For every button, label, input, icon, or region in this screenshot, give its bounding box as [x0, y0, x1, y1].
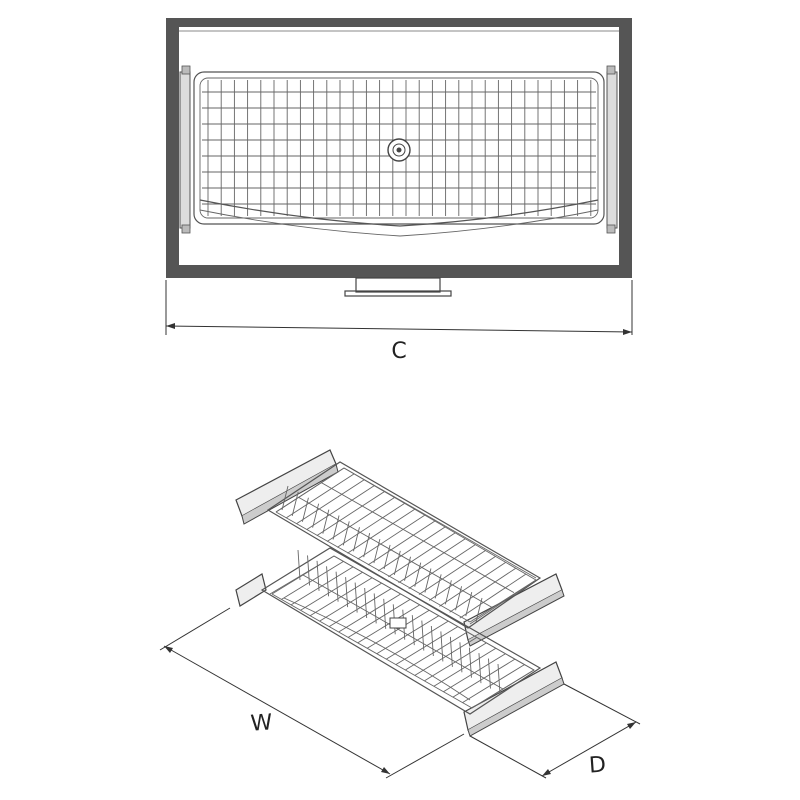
dimension-w: W [159, 607, 465, 779]
drain-fitting [387, 138, 411, 162]
upper-rack-wire [306, 485, 375, 531]
lower-rack-divider [488, 658, 491, 689]
upper-rack-wire [275, 467, 345, 513]
upper-rack-rail [275, 511, 471, 623]
lower-rack-divider [468, 647, 472, 678]
upper-rack-rail [298, 496, 493, 608]
cabinet-handle [344, 277, 452, 297]
upper-rack-wire [388, 532, 456, 578]
left-runner [179, 65, 191, 234]
lower-rack-divider [497, 663, 501, 695]
upper-rack-wire [408, 544, 476, 590]
upper-rack-wire [367, 520, 436, 566]
cabinet-left-wall [166, 18, 179, 278]
lower-rack-divider [478, 653, 482, 684]
upper-rack-wire [337, 502, 405, 548]
upper-rack-wire [449, 567, 517, 613]
dish-rack-isometric: W D [159, 449, 641, 779]
right-runner [606, 65, 618, 234]
upper-rack-rail [343, 467, 537, 579]
lower-rack-divider [430, 625, 434, 657]
upper-rack-wire [459, 573, 527, 619]
dimension-c: C [165, 280, 633, 364]
lower-rack-divider [383, 598, 387, 629]
lower-rack-divider [307, 555, 310, 586]
cabinet-top-view: C [165, 18, 633, 364]
upper-rack-wire [398, 538, 466, 584]
lower-rack-divider [364, 587, 368, 619]
lower-rack-rail [302, 574, 504, 690]
lower-rack-divider [335, 571, 339, 602]
upper-rack-wire [357, 514, 426, 560]
lower-rack-divider [316, 560, 320, 591]
dimension-d: D [469, 683, 641, 779]
upper-rack-divider [465, 591, 473, 617]
cabinet-bottom-wall [166, 265, 632, 278]
upper-rack-wire [285, 473, 355, 519]
lower-rack-divider [440, 631, 444, 662]
upper-rack-wire [326, 497, 395, 542]
upper-rack-wire [347, 508, 415, 554]
lower-rack-divider [373, 593, 377, 624]
lower-rack-divider [421, 620, 425, 651]
upper-rack-wire [469, 579, 537, 625]
lower-rack-rail [333, 555, 535, 671]
upper-rack-divider [301, 497, 309, 522]
lower-rack-rail [271, 593, 473, 709]
upper-rack-divider [455, 586, 463, 611]
lower-rack-divider [326, 566, 330, 597]
upper-rack-wire [377, 526, 446, 572]
dimension-d-label: D [588, 752, 607, 778]
lower-dish-tier [235, 547, 565, 737]
upper-rack-rail [321, 482, 515, 594]
basket-top-view [193, 71, 605, 237]
lower-rack-divider [354, 582, 358, 613]
upper-rack-wire [428, 556, 496, 601]
upper-rack-wire [296, 479, 365, 525]
upper-rack-divider [291, 491, 299, 517]
lower-rack-divider [345, 577, 349, 608]
lower-rack-divider [297, 549, 301, 581]
dimension-w-label: W [250, 710, 274, 736]
upper-rack-wire [316, 491, 385, 536]
cabinet-top-wall [166, 18, 632, 27]
upper-rack-wire [439, 561, 506, 607]
lower-rack-divider [449, 636, 453, 667]
upper-plate-tier [235, 449, 565, 647]
lower-rack-divider [459, 642, 463, 673]
lower-rack-divider [411, 615, 415, 646]
upper-rack-divider [434, 574, 442, 599]
upper-rack-wire [418, 550, 486, 595]
dimension-c-label: C [391, 339, 406, 364]
cabinet-right-wall [619, 18, 632, 278]
upper-rack-divider [444, 580, 452, 605]
upper-rack-divider [281, 485, 289, 511]
upper-rack-divider [475, 597, 483, 623]
